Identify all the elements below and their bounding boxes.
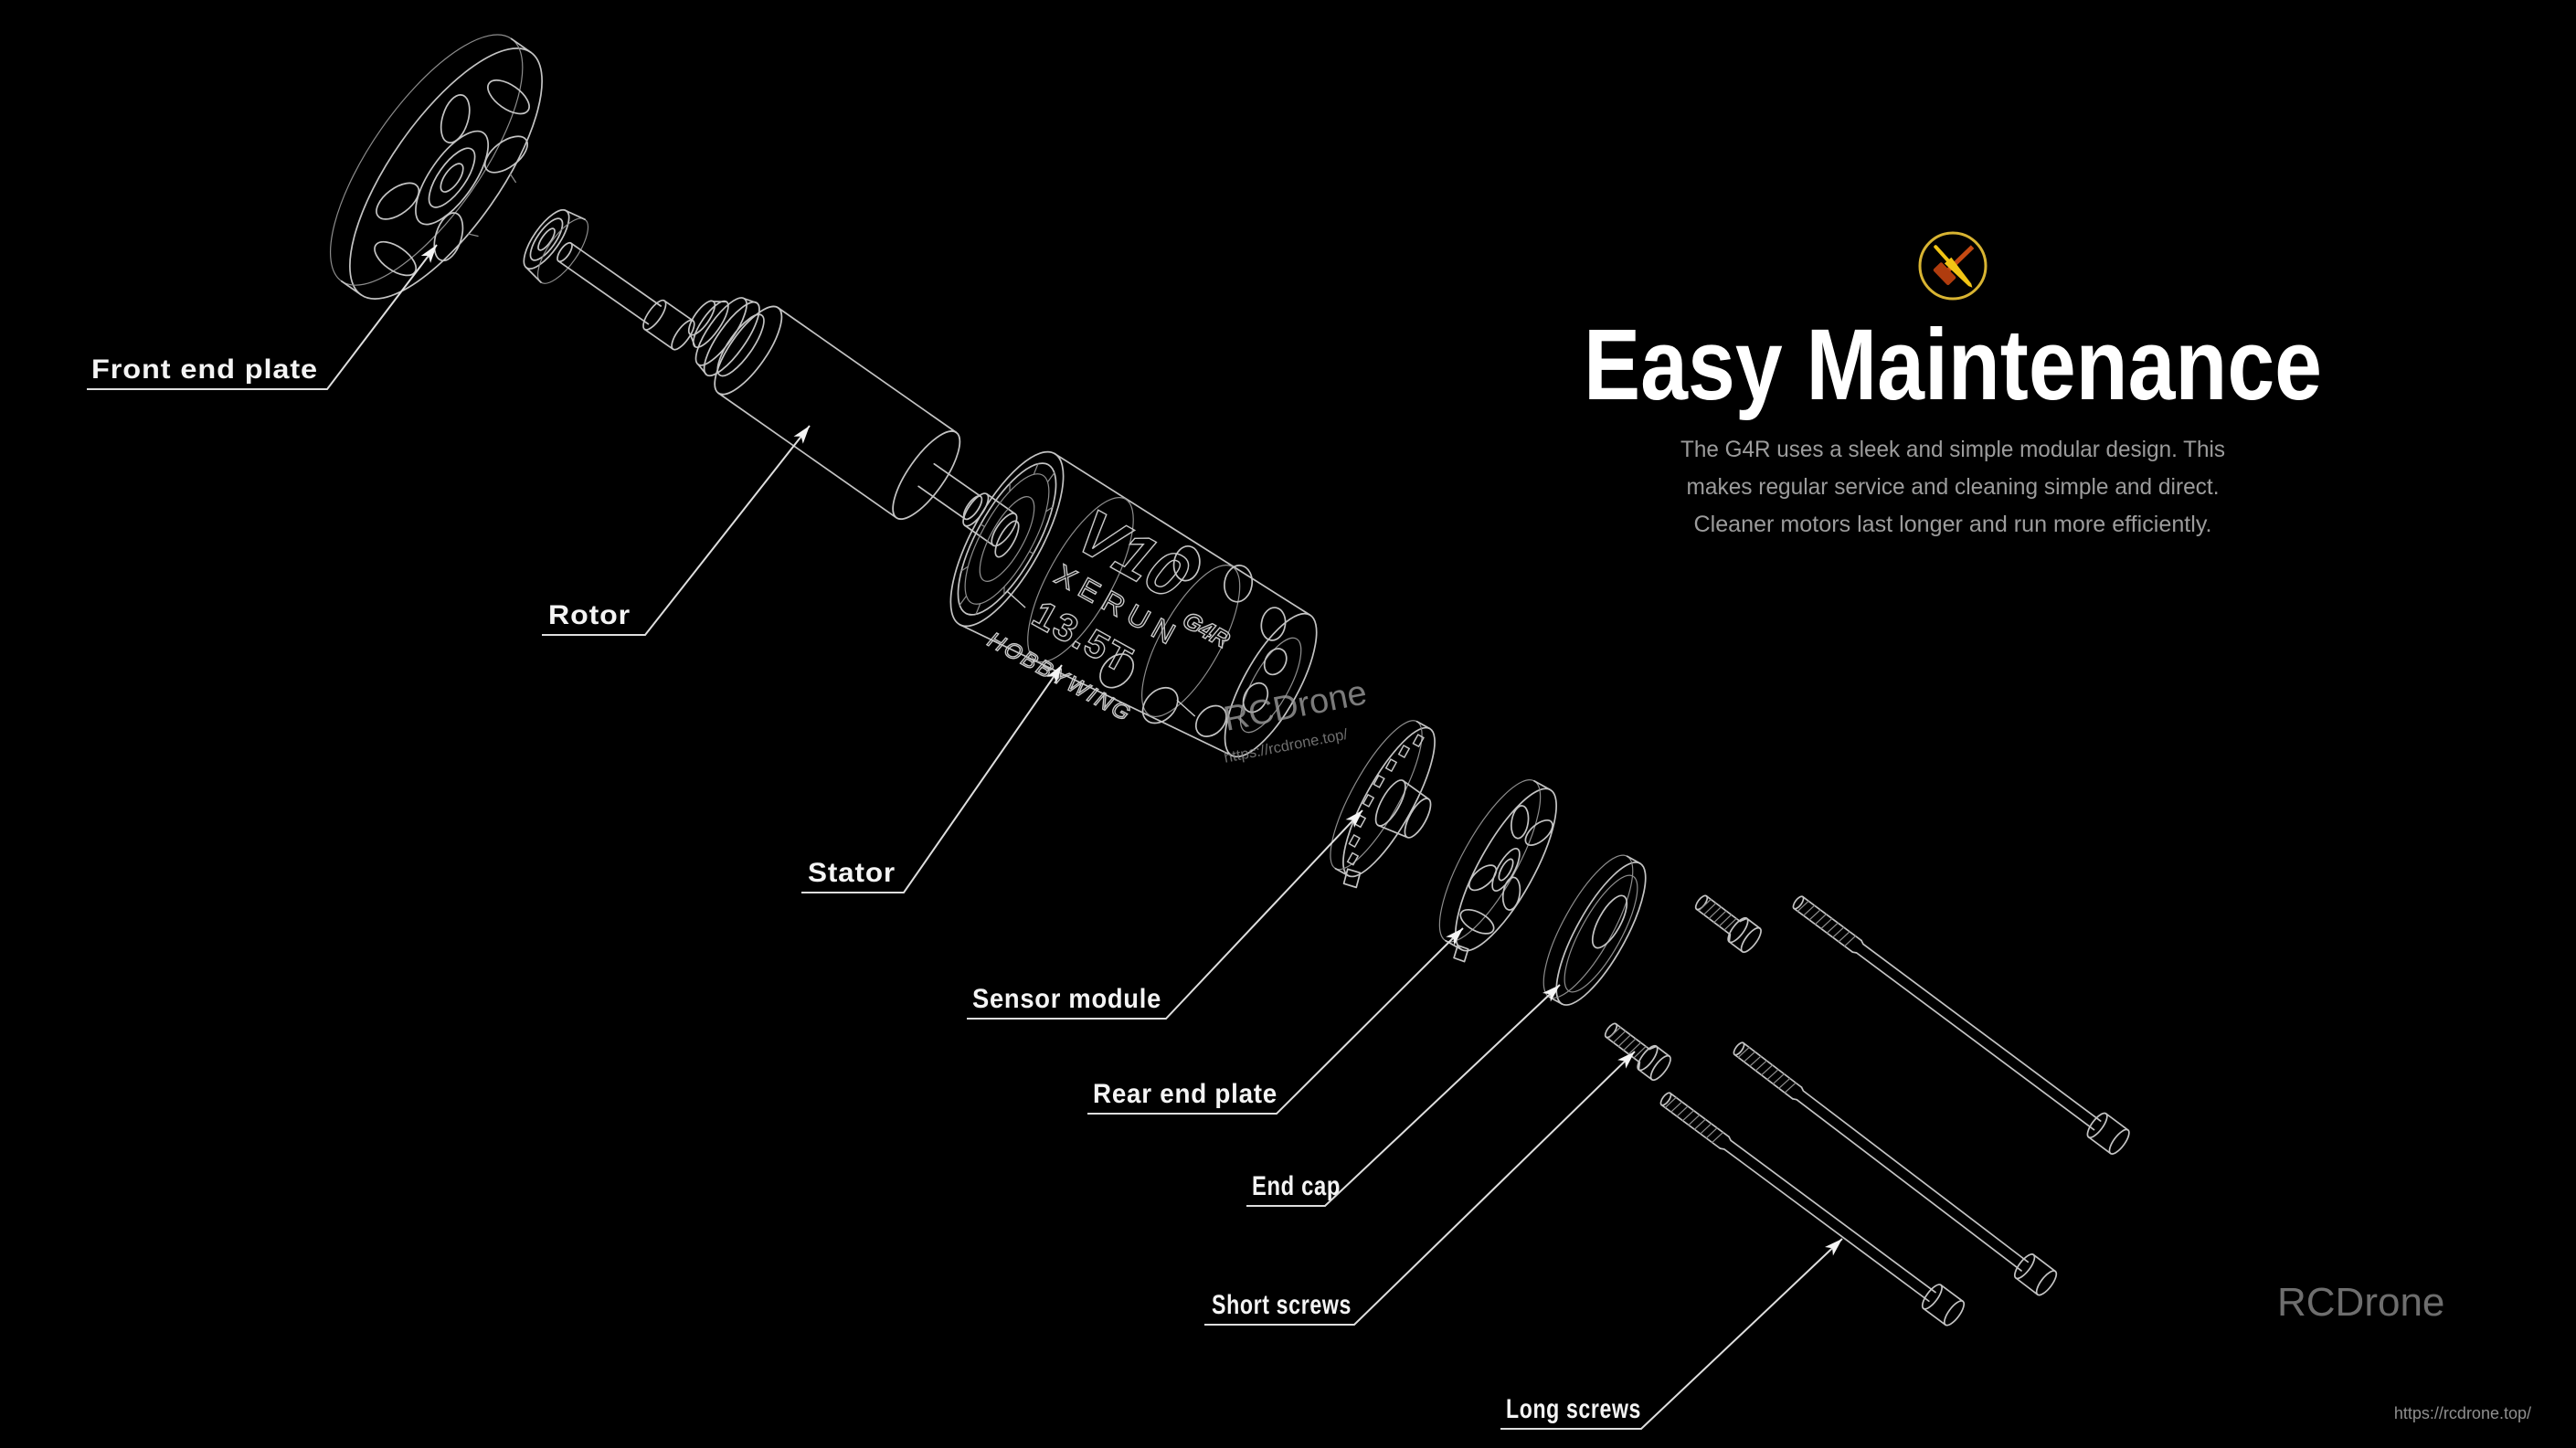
long-screw-2-drawing xyxy=(1733,1041,2058,1296)
hammer-icon xyxy=(1933,245,1975,286)
short-screw-2-drawing xyxy=(1604,1022,1671,1082)
long-screw-1-drawing xyxy=(1792,895,2130,1155)
description-line-1: The G4R uses a sleek and simple modular … xyxy=(1680,437,2225,462)
short-screw-1-drawing xyxy=(1694,894,1762,954)
callout-front-end-plate: Front end plate xyxy=(87,244,438,390)
leader-rear-end-plate xyxy=(1087,927,1464,1115)
label-sensor-module: Sensor module xyxy=(972,984,1161,1014)
callout-long-screws: Long screws xyxy=(1500,1238,1843,1430)
callout-labels: Front end plate Rotor Stator Sensor modu… xyxy=(87,244,1843,1430)
bearing-drawing xyxy=(523,209,589,284)
callout-sensor-module: Sensor module xyxy=(967,809,1363,1020)
rotor-drawing xyxy=(687,297,1018,547)
callout-rear-end-plate: Rear end plate xyxy=(1087,927,1464,1115)
label-rotor: Rotor xyxy=(548,600,631,630)
leader-rotor xyxy=(542,425,811,636)
description-line-2: makes regular service and cleaning simpl… xyxy=(1687,474,2220,500)
long-screw-3-drawing xyxy=(1659,1092,1966,1326)
page-title: Easy Maintenance xyxy=(1584,309,2322,421)
label-front-end-plate: Front end plate xyxy=(91,354,318,385)
label-rear-end-plate: Rear end plate xyxy=(1093,1079,1277,1109)
leader-sensor-module xyxy=(967,809,1363,1020)
screwdriver-icon xyxy=(1934,245,1973,288)
leader-short-screws xyxy=(1204,1051,1636,1326)
stator-drawing: V10 G4R XERUN 13.5T HOBBYWING xyxy=(949,450,1318,758)
turns-dash-marks xyxy=(1006,590,1196,717)
center-watermark-brand: RCDrone xyxy=(1221,673,1370,738)
callout-stator: Stator xyxy=(801,664,1063,893)
leader-end-cap xyxy=(1246,984,1561,1207)
rear-end-plate-drawing xyxy=(1438,779,1557,963)
callout-rotor: Rotor xyxy=(542,425,811,636)
corner-watermark: RCDrone https://rcdrone.top/ xyxy=(2277,1280,2531,1422)
front-end-plate-drawing xyxy=(329,34,543,300)
sensor-module-drawing xyxy=(1330,720,1436,889)
end-cap-drawing xyxy=(1542,854,1647,1006)
center-watermark: RCDrone https://rcdrone.top/ xyxy=(1221,673,1370,766)
label-long-screws: Long screws xyxy=(1506,1394,1641,1424)
shaft-drawing xyxy=(557,241,695,351)
description-line-3: Cleaner motors last longer and run more … xyxy=(1694,512,2212,537)
leader-front-end-plate xyxy=(87,244,438,390)
label-short-screws: Short screws xyxy=(1212,1290,1352,1320)
callout-end-cap: End cap xyxy=(1246,984,1561,1207)
corner-watermark-brand: RCDrone xyxy=(2277,1280,2444,1325)
label-stator: Stator xyxy=(808,858,896,888)
leader-stator xyxy=(801,664,1063,893)
crossed-tools-icon xyxy=(1918,231,1988,301)
heading-block: Easy Maintenance The G4R uses a sleek an… xyxy=(1584,231,2322,537)
motor-generation-marking: G4R xyxy=(1178,606,1234,653)
corner-watermark-url: https://rcdrone.top/ xyxy=(2394,1404,2531,1422)
leader-long-screws xyxy=(1500,1238,1843,1430)
callout-short-screws: Short screws xyxy=(1204,1051,1636,1326)
label-end-cap: End cap xyxy=(1252,1171,1341,1201)
motor-exploded-drawing: V10 G4R XERUN 13.5T HOBBYWING xyxy=(329,34,2130,1326)
